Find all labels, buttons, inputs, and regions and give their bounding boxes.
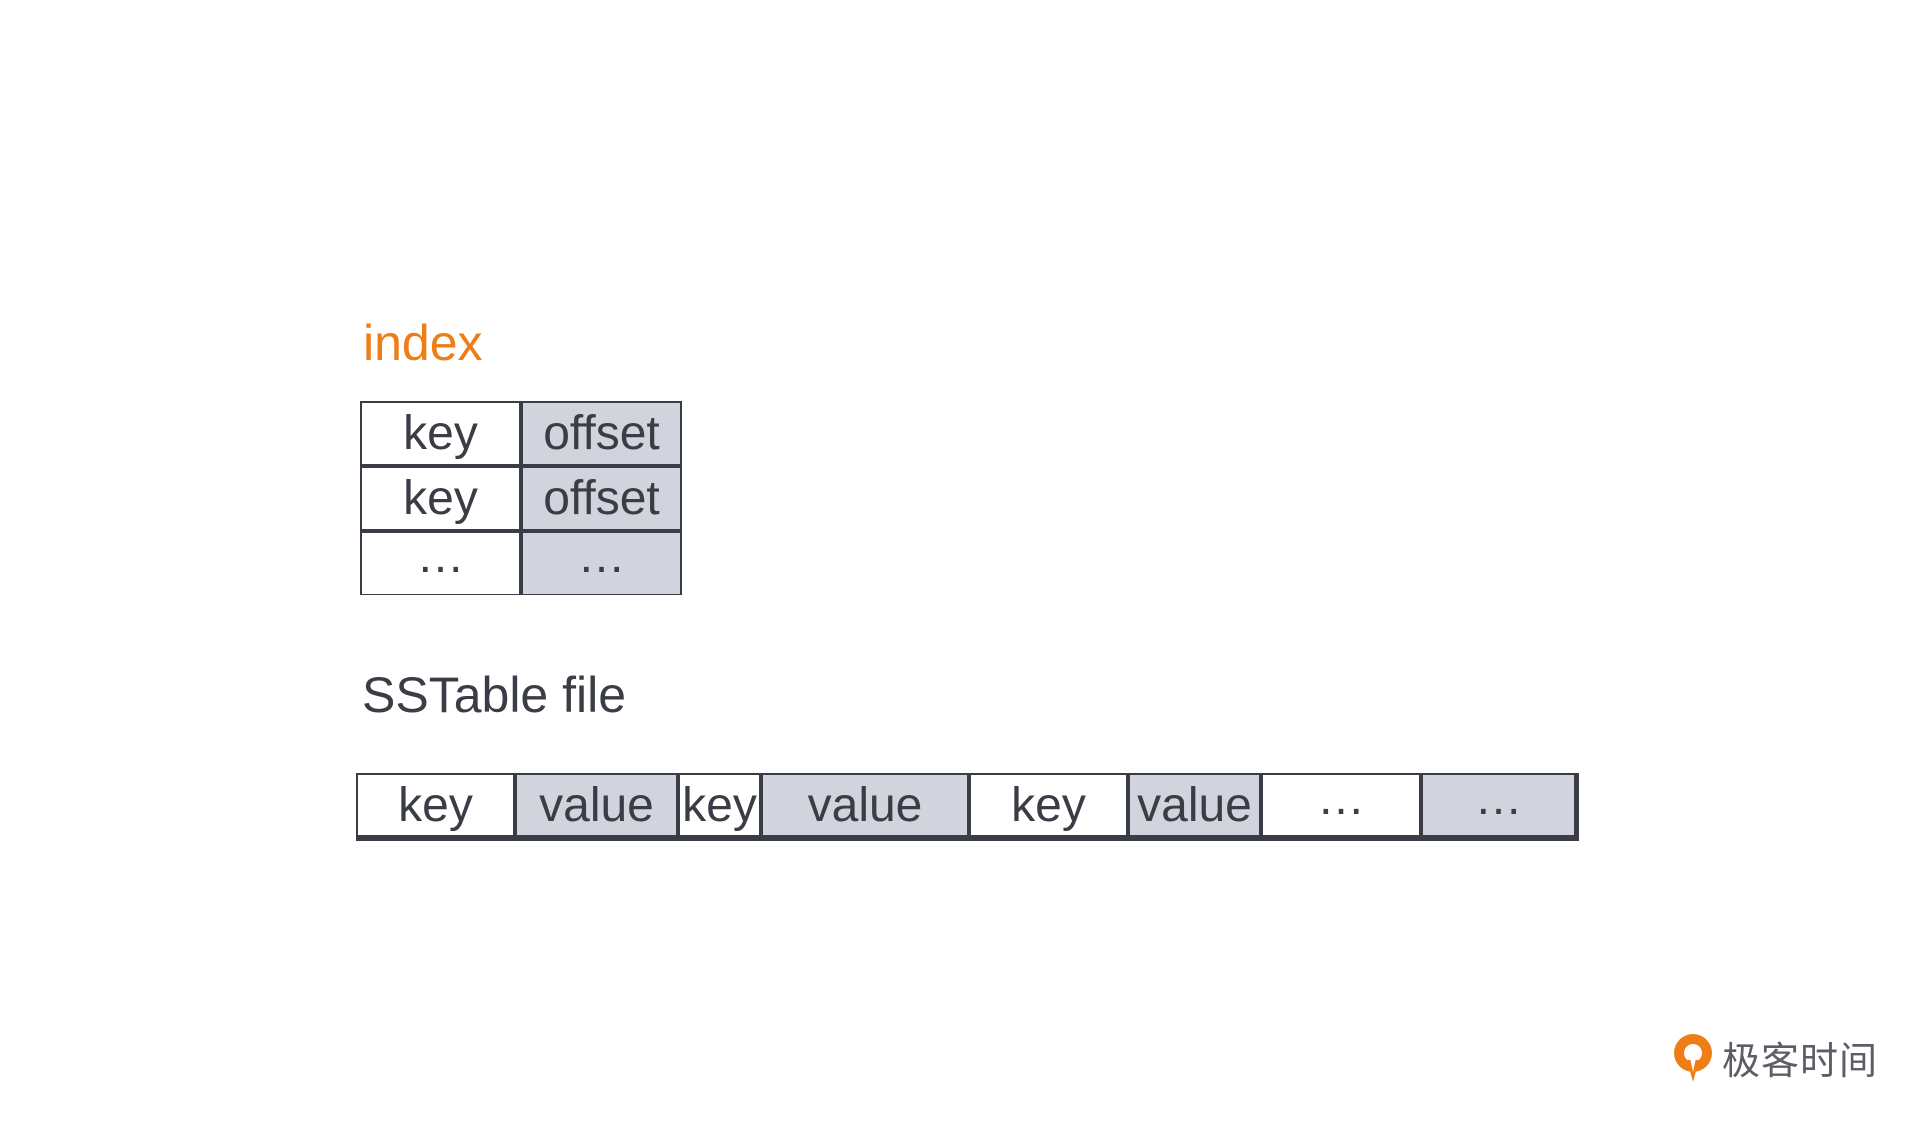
index-table: key offset key offset … …	[360, 401, 682, 595]
index-ellipsis-cell: …	[523, 533, 680, 594]
sstable-value-cell: value	[763, 775, 967, 835]
logo-text: 极客时间	[1722, 1039, 1879, 1083]
index-key-cell: key	[362, 403, 519, 464]
index-ellipsis-cell: …	[362, 533, 519, 594]
index-key-cell: key	[362, 468, 519, 529]
sstable-key-cell: key	[680, 775, 759, 835]
sstable-value-cell: value	[1130, 775, 1259, 835]
index-offset-cell: offset	[523, 403, 680, 464]
sstable-ellipsis-cell: …	[1423, 775, 1574, 835]
index-label: index	[363, 315, 483, 371]
geektime-logo-icon	[1674, 1033, 1712, 1082]
sstable-row: key value key value key value … …	[356, 773, 1579, 841]
index-offset-cell: offset	[523, 468, 680, 529]
sstable-value-cell: value	[517, 775, 676, 835]
sstable-ellipsis-cell: …	[1263, 775, 1419, 835]
sstable-key-cell: key	[971, 775, 1126, 835]
brand-logo: 极客时间	[1670, 1030, 1878, 1085]
sstable-key-cell: key	[358, 775, 513, 835]
sstable-label: SSTable file	[362, 667, 627, 723]
